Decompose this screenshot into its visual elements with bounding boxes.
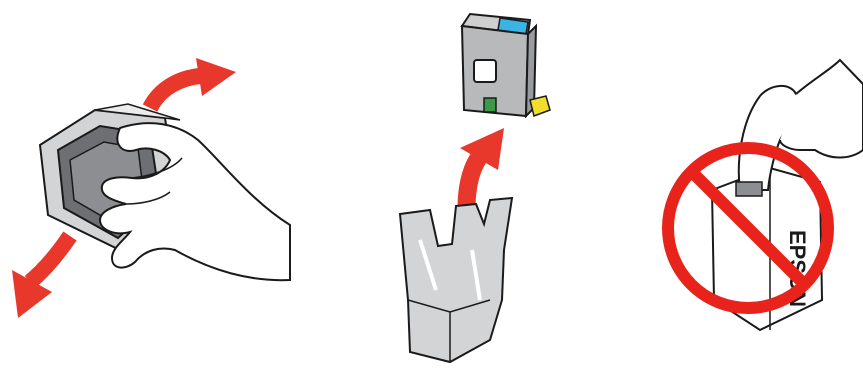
chip-icon [484,98,496,112]
ink-cartridge-icon [462,14,550,116]
remove-from-package-drawing [380,0,580,369]
yellow-tab-icon [530,96,550,116]
hand-icon [100,123,290,280]
shake-cartridge-drawing [0,0,300,369]
curved-arrow-up-icon [150,58,236,108]
chip-icon [736,182,762,196]
remove-from-package-illustration [380,0,580,369]
shake-cartridge-illustration [0,0,300,369]
cartridge-window [474,60,496,82]
do-not-touch-drawing: EPSON [640,0,863,369]
package-bag-icon [400,198,512,362]
do-not-touch-illustration: EPSON [640,0,863,369]
curved-arrow-down-icon [12,236,70,318]
